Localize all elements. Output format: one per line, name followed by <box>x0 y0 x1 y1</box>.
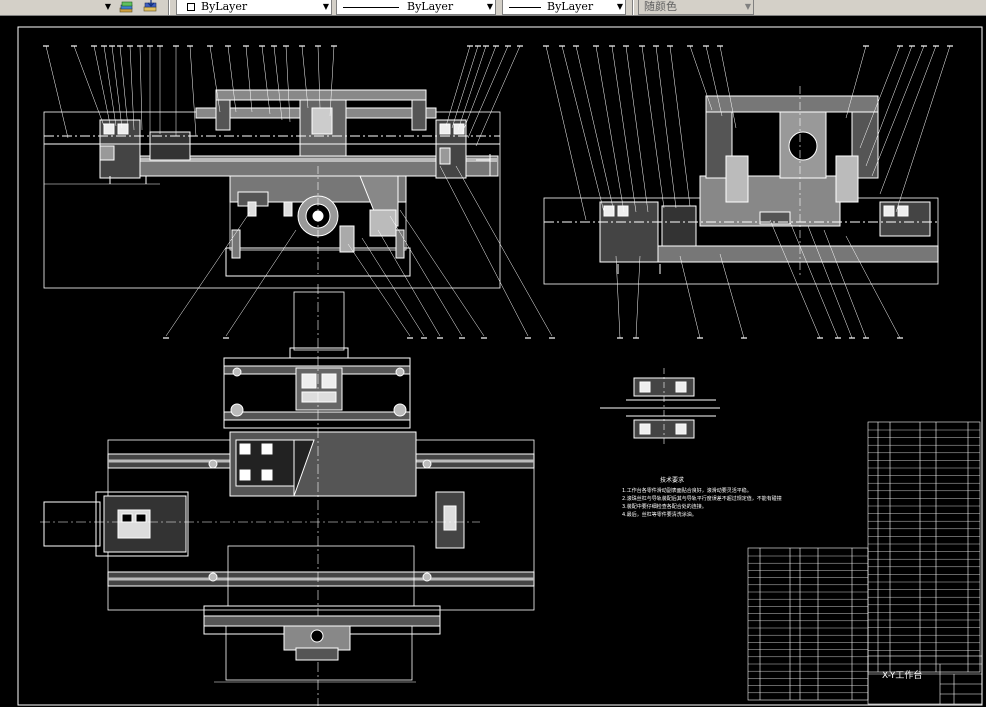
chevron-down-icon[interactable]: ▼ <box>322 2 329 11</box>
chevron-down-icon[interactable]: ▼ <box>744 2 751 11</box>
chevron-down-icon[interactable]: ▼ <box>616 2 623 11</box>
linetype-control[interactable]: ByLayer ▼ <box>176 0 332 15</box>
toolbar-separator <box>168 0 170 15</box>
part-number-balloons <box>43 45 953 339</box>
parts-list-left <box>747 547 869 701</box>
plotstyle-control[interactable]: ByLayer ▼ <box>502 0 626 15</box>
linetype-label: ByLayer <box>201 0 248 13</box>
note-line-3: 3.装配中要仔细检查各配合处的连接。 <box>622 503 707 510</box>
chevron-down-icon[interactable]: ▼ <box>486 2 493 11</box>
front-section-view <box>43 89 501 289</box>
plotstyle-label: ByLayer <box>547 0 594 13</box>
plan-view <box>40 284 535 706</box>
plotcolor-label: 随颜色 <box>644 0 677 13</box>
parts-list-right <box>867 421 981 673</box>
notes-heading: 技术要求 <box>660 476 684 484</box>
side-section-view <box>543 86 939 285</box>
title-block <box>867 655 983 705</box>
drawing-title: X-Y工作台 <box>882 669 922 681</box>
line-sample-icon <box>509 7 541 8</box>
note-line-4: 4.最后，丝杠等零件要清洗涂油。 <box>622 511 697 518</box>
properties-toolbar: ▼ ByLayer ▼ ByLayer ▼ ByLayer ▼ 随颜色 ▼ <box>0 0 986 16</box>
toolbar-separator <box>632 0 634 15</box>
layer-state-icon[interactable] <box>118 0 134 14</box>
color-swatch-icon <box>187 3 195 11</box>
detail-section <box>600 368 720 446</box>
note-line-1: 1.工作台各零件滑动副表面贴合良好，滚滑动要灵活平稳。 <box>622 487 752 494</box>
chevron-down-icon[interactable]: ▼ <box>104 2 111 11</box>
layer-dropdown[interactable]: ▼ <box>0 0 114 14</box>
plotcolor-control[interactable]: 随颜色 ▼ <box>638 0 754 15</box>
drawing-canvas[interactable]: 技术要求 1.工作台各零件滑动副表面贴合良好，滚滑动要灵活平稳。 2.滚珠丝杠与… <box>0 16 986 707</box>
note-line-2: 2.滚珠丝杠与导轨装配后其与导轨平行度误差不超过规定值，不能有碰撞 <box>622 495 782 502</box>
make-layer-current-icon[interactable] <box>142 0 158 14</box>
parts-list-rows <box>748 429 980 693</box>
line-sample-icon <box>343 7 399 8</box>
drawing-border <box>17 26 983 706</box>
lineweight-control[interactable]: ByLayer ▼ <box>336 0 496 15</box>
front-view-leader-lines <box>45 45 553 337</box>
side-view-leader-lines <box>545 45 951 339</box>
lineweight-label: ByLayer <box>407 0 454 13</box>
